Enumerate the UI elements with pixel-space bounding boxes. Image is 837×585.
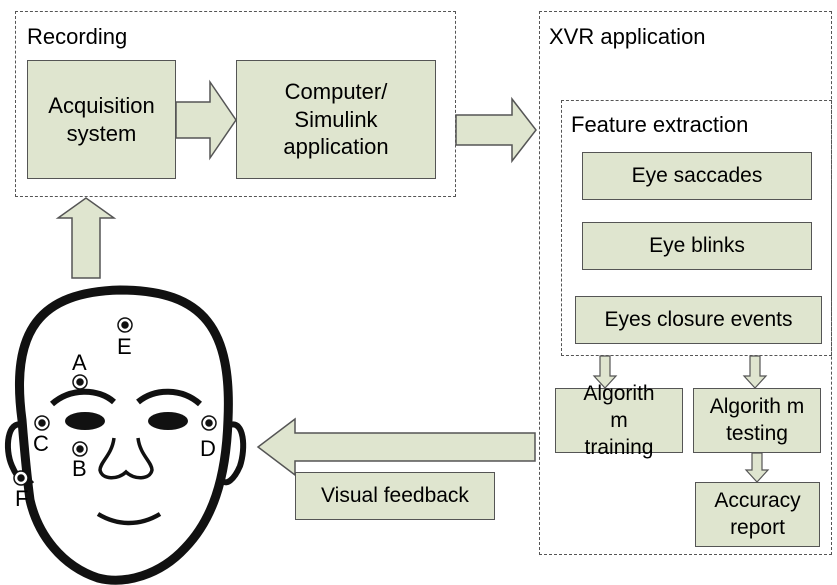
- electrode-label-a: A: [72, 350, 87, 375]
- electrode-c: [34, 415, 50, 431]
- electrode-d: [201, 415, 217, 431]
- eye-blinks-box: Eye blinks: [582, 222, 812, 270]
- accuracy-report-box: Accuracy report: [695, 482, 820, 547]
- right-eyebrow: [136, 388, 202, 407]
- left-eyebrow: [50, 388, 116, 407]
- electrode-e: [117, 317, 133, 333]
- face-drawing: [4, 285, 247, 585]
- arrow-recording-to-xvr: [455, 96, 537, 164]
- recording-title: Recording: [27, 24, 128, 49]
- acquisition-system-box: Acquisition system: [27, 60, 176, 179]
- face-outline: [14, 285, 233, 585]
- electrode-label-f: F: [15, 486, 29, 511]
- electrode-b: [72, 441, 88, 457]
- right-ear: [219, 421, 247, 486]
- feature-extraction-panel: [561, 100, 832, 356]
- arrow-feedback-to-face: [256, 417, 536, 477]
- mouth: [96, 512, 162, 526]
- electrode-a: [72, 374, 88, 390]
- algorithm-testing-box: Algorith m testing: [693, 388, 821, 453]
- feature-extraction-title: Feature extraction: [571, 112, 749, 137]
- electrode-label-e: E: [117, 334, 132, 359]
- arrow-testing-to-accuracy: [744, 452, 770, 483]
- arrow-face-to-recording: [55, 197, 117, 279]
- eye-saccades-box: Eye saccades: [582, 152, 812, 200]
- eyes-closure-events-box: Eyes closure events: [575, 296, 822, 344]
- arrow-features-to-testing: [742, 355, 768, 389]
- arrow-features-to-training: [592, 355, 618, 389]
- right-eye: [148, 412, 188, 430]
- recording-panel: [15, 11, 456, 197]
- computer-simulink-box: Computer/ Simulink application: [236, 60, 436, 179]
- electrode-f: [13, 470, 29, 486]
- electrode-label-d: D: [200, 436, 216, 461]
- left-eye: [65, 412, 105, 430]
- xvr-title: XVR application: [549, 24, 706, 49]
- arrow-acquisition-to-computer: [175, 79, 237, 161]
- nose: [98, 437, 154, 480]
- electrode-label-c: C: [33, 431, 49, 456]
- electrode-label-b: B: [72, 456, 87, 481]
- visual-feedback-box: Visual feedback: [295, 472, 495, 520]
- algorithm-training-box: Algorith m training: [555, 382, 683, 459]
- electrodes: [13, 317, 217, 486]
